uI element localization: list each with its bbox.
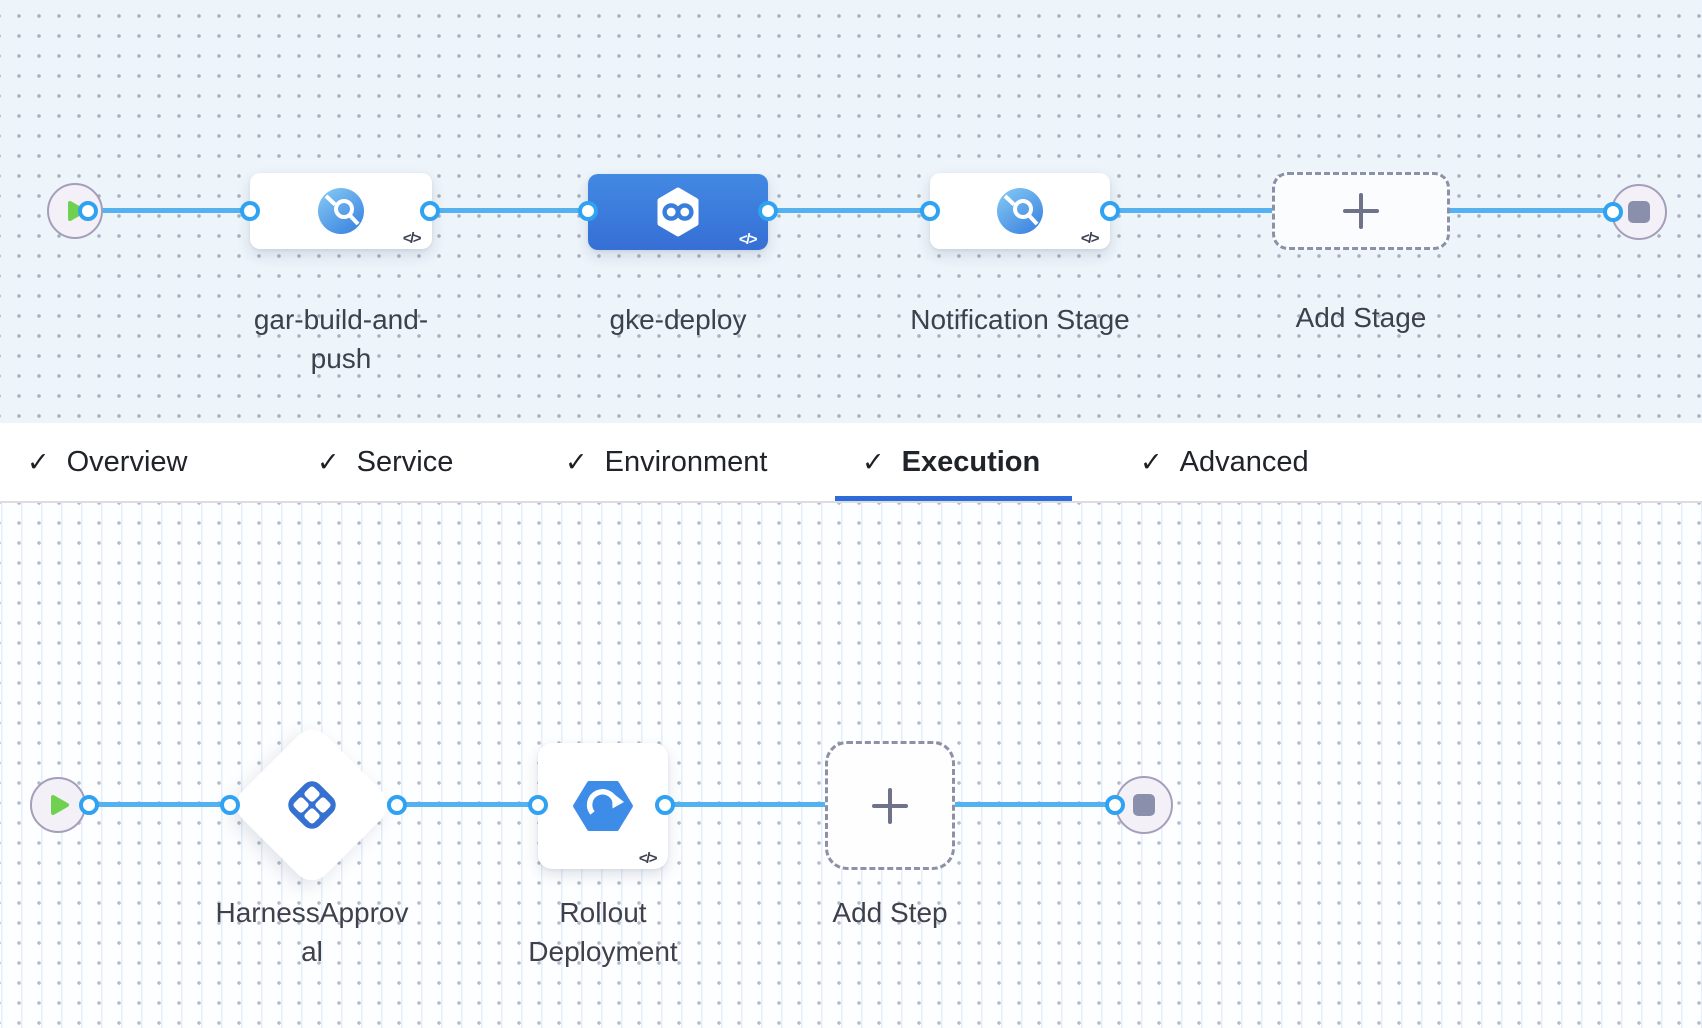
check-icon: ✓ xyxy=(1140,446,1163,477)
stage-label[interactable]: gke-deploy xyxy=(609,304,747,335)
yaml-code-icon: </> xyxy=(402,230,422,247)
plus-icon xyxy=(872,787,908,824)
port-notification-out[interactable] xyxy=(1100,201,1120,221)
tab-label: Execution xyxy=(901,445,1041,478)
stage-pipeline-canvas[interactable]: </> </> </> xyxy=(0,0,1702,423)
tab-environment[interactable]: ✓ Environment xyxy=(565,423,767,501)
execution-start-node xyxy=(30,777,86,833)
port-start-out[interactable] xyxy=(78,201,98,221)
deploy-stage-icon xyxy=(657,187,699,237)
port-rollout-in[interactable] xyxy=(528,795,548,815)
port-end-in[interactable] xyxy=(1603,202,1623,222)
execution-step-canvas[interactable]: </> HarnessApproval Rollout Deployment A… xyxy=(0,503,1702,1028)
add-stage-button[interactable] xyxy=(1272,172,1450,250)
step-card-rollout-deployment[interactable]: </> xyxy=(538,743,668,869)
check-icon: ✓ xyxy=(862,446,885,477)
stage-connector-line xyxy=(88,208,1613,213)
port-approval-in[interactable] xyxy=(220,795,240,815)
stage-card-gar-build-and-push[interactable]: </> xyxy=(250,173,432,249)
tab-overview[interactable]: ✓ Overview xyxy=(27,423,187,501)
stop-icon xyxy=(1628,201,1650,223)
pipeline-start-node xyxy=(47,183,103,239)
port-exec-start-out[interactable] xyxy=(79,795,99,815)
stage-config-tab-bar: ✓ Overview ✓ Service ✓ Environment ✓ Exe… xyxy=(0,423,1702,503)
tab-label: Advanced xyxy=(1179,445,1309,478)
port-gar-out[interactable] xyxy=(420,201,440,221)
tab-label: Service xyxy=(356,445,454,478)
custom-stage-icon xyxy=(318,188,364,234)
plus-icon xyxy=(1343,193,1379,229)
stage-card-gke-deploy[interactable]: </> xyxy=(588,174,768,250)
check-icon: ✓ xyxy=(27,446,50,477)
tab-service[interactable]: ✓ Service xyxy=(317,423,453,501)
step-label[interactable]: Rollout Deployment xyxy=(528,897,678,967)
play-icon xyxy=(51,795,69,815)
check-icon: ✓ xyxy=(317,446,340,477)
yaml-code-icon: </> xyxy=(738,231,758,248)
port-notification-in[interactable] xyxy=(920,201,940,221)
port-gar-in[interactable] xyxy=(240,201,260,221)
yaml-code-icon: </> xyxy=(638,850,658,867)
add-step-button[interactable] xyxy=(825,741,955,870)
tab-label: Overview xyxy=(66,445,188,478)
port-exec-end-in[interactable] xyxy=(1105,795,1125,815)
stage-label[interactable]: Notification Stage xyxy=(910,304,1130,335)
stage-label[interactable]: gar-build-and-push xyxy=(253,304,429,374)
stop-icon xyxy=(1133,794,1155,816)
port-approval-out[interactable] xyxy=(387,795,407,815)
play-icon xyxy=(68,201,86,221)
tab-execution[interactable]: ✓ Execution xyxy=(862,423,1040,501)
port-gke-out[interactable] xyxy=(758,201,778,221)
port-rollout-out[interactable] xyxy=(655,795,675,815)
tab-label: Environment xyxy=(604,445,768,478)
add-stage-label[interactable]: Add Stage xyxy=(1295,302,1427,333)
active-tab-underline xyxy=(835,496,1072,501)
custom-stage-icon xyxy=(997,188,1043,234)
tab-advanced[interactable]: ✓ Advanced xyxy=(1140,423,1309,501)
step-label[interactable]: HarnessApproval xyxy=(215,897,409,967)
stage-card-notification-stage[interactable]: </> xyxy=(930,173,1110,249)
approval-step-icon xyxy=(288,781,336,829)
yaml-code-icon: </> xyxy=(1080,230,1100,247)
port-gke-in[interactable] xyxy=(578,201,598,221)
rollout-step-icon xyxy=(573,781,633,831)
add-step-label[interactable]: Add Step xyxy=(832,897,948,928)
check-icon: ✓ xyxy=(565,446,588,477)
